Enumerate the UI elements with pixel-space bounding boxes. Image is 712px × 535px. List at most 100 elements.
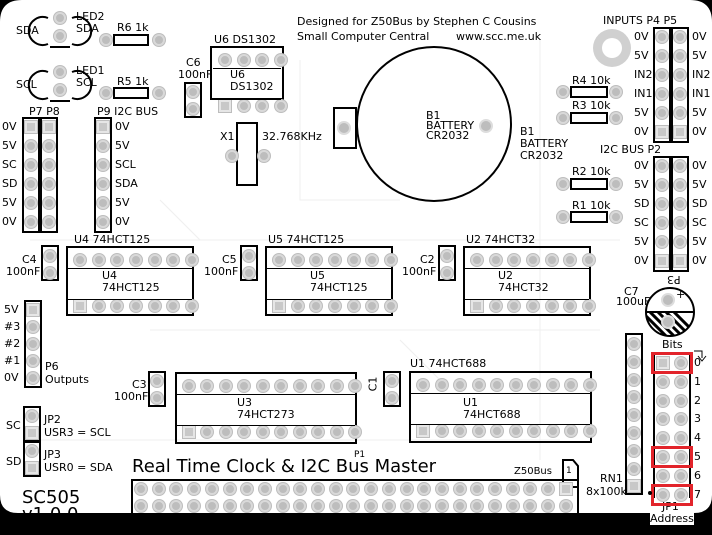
p6-ref: P6	[45, 360, 59, 373]
p6-pin	[27, 372, 39, 384]
p7p8-label: P7 P8	[29, 105, 60, 118]
p1-pin	[312, 500, 324, 512]
p3-pin	[674, 255, 686, 267]
u4-pin	[74, 300, 86, 312]
u3-body-line	[177, 394, 355, 426]
p5-pin	[674, 126, 686, 138]
jp1-bit-label: 5	[694, 450, 701, 463]
u6-pin	[256, 54, 269, 66]
u1-pin	[491, 379, 504, 391]
c7-ref: C7	[624, 285, 639, 298]
rn1-pin	[628, 409, 640, 422]
u5-pin	[273, 300, 285, 312]
jp1-bit-label: 7	[694, 487, 701, 501]
p8-pin	[43, 140, 55, 152]
u2-pin	[527, 300, 539, 312]
r3-pad	[610, 112, 622, 124]
u6-pin	[237, 100, 250, 112]
p9-label: P9 I2C BUS	[97, 105, 159, 118]
cap-pad	[44, 250, 56, 262]
u4-pin	[111, 300, 124, 312]
cap-pad	[386, 375, 398, 387]
p1-pin	[205, 500, 218, 512]
jp1-bit-label: 3	[694, 412, 701, 426]
rn1-pin	[628, 355, 640, 368]
r4-pad	[557, 86, 569, 98]
jp3-desc: USR0 = SDA	[44, 461, 113, 474]
u2-top-label: U2 74HCT32	[466, 233, 536, 246]
p1-pin	[435, 483, 448, 495]
r2-body	[570, 178, 608, 190]
u3-pin	[312, 426, 325, 438]
p9-pin	[97, 197, 109, 209]
jp1-bit-label: 6	[694, 468, 701, 482]
p8-pin	[43, 197, 55, 209]
c2-outline	[438, 245, 456, 281]
battery-ref: B1	[426, 109, 441, 122]
p3-pin	[674, 179, 686, 191]
p1-pin	[524, 500, 537, 512]
p9-pin	[97, 121, 109, 133]
p7-pin	[25, 140, 37, 152]
board-name: SC505	[22, 487, 81, 508]
p5-pin-label: 0V	[692, 125, 707, 138]
p5-outline	[671, 27, 689, 143]
p2-pin-label: 5V	[634, 235, 649, 248]
p1-pin	[258, 500, 271, 512]
u5-body-line	[267, 268, 391, 300]
p4-pin	[656, 31, 668, 43]
c6-ref: C6	[186, 56, 201, 69]
u3-pin	[330, 426, 343, 438]
p2-pin	[656, 255, 668, 267]
u5-top-label: U5 74HCT125	[268, 233, 345, 246]
cap-pad	[441, 250, 453, 262]
p1-pin	[382, 483, 395, 495]
p3-pin	[674, 217, 686, 229]
p7-pin-label: SD	[2, 177, 18, 190]
jp1-pin	[657, 469, 669, 482]
jp1-pin	[675, 394, 687, 407]
u1-pin	[435, 379, 448, 391]
rn1-pin	[628, 373, 640, 386]
rn1-outline	[625, 333, 643, 495]
u5-pin	[310, 300, 323, 312]
c3-outline	[148, 371, 166, 407]
u1-ref: U1	[463, 396, 479, 409]
u2-body-line	[465, 268, 589, 300]
r4-pad	[610, 86, 622, 98]
u2-pin	[508, 300, 521, 312]
p1-bus-label: Z50Bus	[514, 466, 552, 477]
u4-pin	[167, 300, 180, 312]
jp1-pin	[657, 451, 669, 463]
rn1-pin1-dot	[648, 491, 652, 495]
p1-pin	[453, 500, 466, 512]
p2-pin-label: SD	[634, 197, 650, 210]
u4-pin	[92, 254, 105, 266]
u6-body-line	[213, 68, 281, 100]
p1-pin	[188, 483, 201, 495]
p1-pin	[542, 500, 555, 512]
p3-pin-label: 0V	[692, 254, 707, 267]
jp2-desc: USR3 = SCL	[44, 426, 111, 439]
p1-pin	[294, 483, 307, 495]
p7-pin-label: 0V	[2, 215, 17, 228]
cap-pad	[386, 392, 398, 404]
r1-pad	[610, 211, 622, 223]
u5-pin	[385, 300, 397, 312]
u3-pin	[256, 426, 269, 438]
p1-pin	[418, 483, 431, 495]
p2-pin-label: 5V	[634, 178, 649, 191]
u6-top-label: U6 DS1302	[214, 33, 276, 46]
p1-pin	[241, 483, 254, 495]
u5-pin	[366, 254, 379, 266]
u3-pin	[275, 380, 288, 392]
p4-pin-label: 5V	[634, 106, 649, 119]
p1-pin	[312, 483, 324, 495]
jp1-pin	[675, 469, 687, 482]
svg-text:+: +	[676, 288, 685, 301]
jp3-pin	[26, 462, 38, 474]
p8-pin	[43, 216, 55, 228]
u3-pin	[219, 426, 232, 438]
c1-ref: C1	[366, 376, 380, 392]
credit-line-1: Designed for Z50Bus by Stephen C Cousins	[297, 15, 537, 28]
